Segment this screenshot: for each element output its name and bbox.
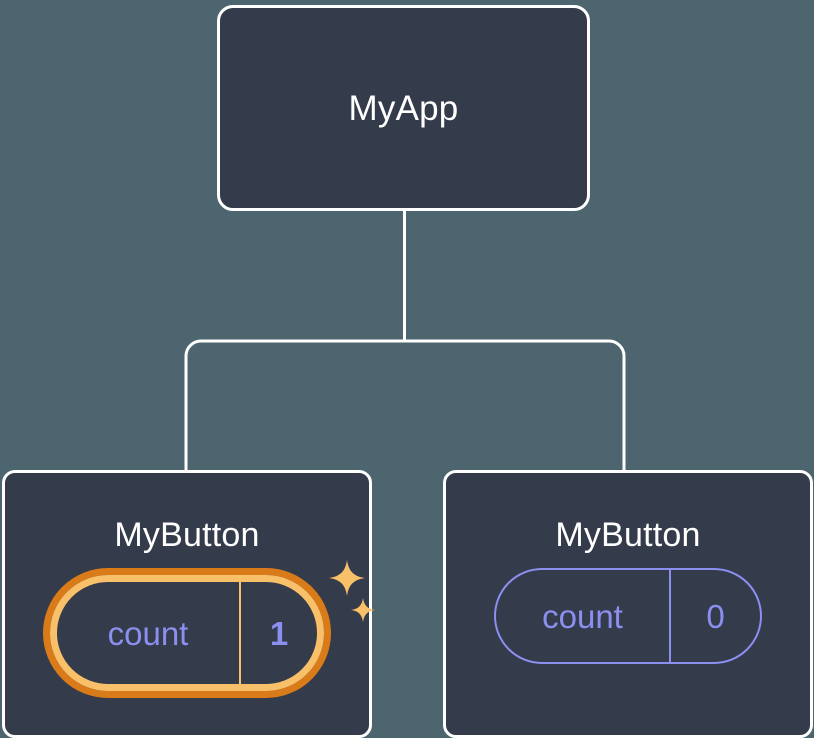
sparkle-small-icon (351, 598, 375, 622)
state-pill-right-name: count (496, 570, 671, 662)
sparkle-large-icon (329, 560, 365, 596)
node-myapp-label: MyApp (348, 88, 459, 128)
node-mybutton-left[interactable]: MyButton count 1 (2, 470, 375, 738)
state-pill-right-value: 0 (706, 597, 725, 635)
state-pill-left-highlight-ring: count 1 (43, 568, 331, 698)
node-myapp[interactable]: MyApp (217, 5, 590, 211)
state-pill-left-wrapper: count 1 (43, 560, 375, 698)
state-pill-left-value: 1 (269, 614, 289, 652)
node-mybutton-left-label: MyButton (114, 516, 260, 554)
state-pill-right[interactable]: count 0 (494, 568, 762, 664)
state-pill-left[interactable]: count 1 (50, 575, 324, 691)
connector-branch-right (404, 339, 626, 471)
connector-branch-left (184, 339, 405, 471)
state-pill-left-name: count (57, 582, 241, 684)
node-mybutton-right-label: MyButton (555, 516, 701, 554)
node-mybutton-right[interactable]: MyButton count 0 (443, 470, 813, 738)
state-pill-right-wrapper: count 0 (494, 568, 762, 664)
